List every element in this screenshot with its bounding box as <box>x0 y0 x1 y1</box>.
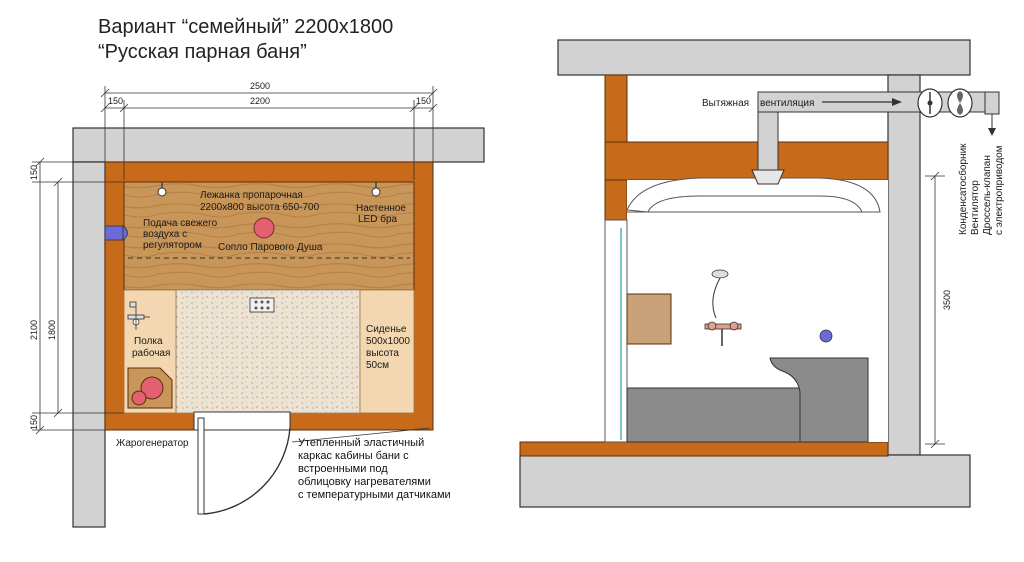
label-seat-1: Сиденье <box>366 324 407 335</box>
label-led-1: Настенное <box>356 203 406 214</box>
dimension-top <box>100 86 438 180</box>
label-frame-3: встроенными под <box>298 463 388 475</box>
label-seat-4: 50см <box>366 360 389 371</box>
label-vert-3: Дроссель-клапан <box>982 155 993 235</box>
plan-door-gap <box>193 411 291 431</box>
label-shelf-2: рабочая <box>132 347 170 359</box>
vent-icon <box>104 225 128 241</box>
outlet-drop-head <box>988 128 996 136</box>
steam-nozzle-icon <box>253 217 275 239</box>
label-vert-4: с электроприводом <box>994 145 1005 235</box>
sensor-dot <box>819 329 833 343</box>
label-exhaust-2: вентиляция <box>760 98 814 109</box>
label-air-1: Подача свежего <box>143 218 218 229</box>
label-generator: Жарогенератор <box>116 438 189 449</box>
label-frame-1: Утепленный эластичный <box>298 437 424 449</box>
plan-seat <box>359 289 415 414</box>
dimension-right <box>925 171 945 449</box>
drain-icon <box>249 297 275 313</box>
shower-head-icon <box>711 269 729 319</box>
label-bench-2: 2200х800 высота 650-700 <box>200 202 320 213</box>
label-shelf-1: Полка <box>134 336 163 347</box>
dimension-left <box>32 157 124 435</box>
dim-top-left: 150 <box>108 96 123 106</box>
generator-outer-circle <box>140 376 164 400</box>
section-lower-bench <box>626 387 808 443</box>
section-wall-panel <box>626 293 672 345</box>
label-frame-5: с температурными датчиками <box>298 489 451 501</box>
section-ceiling-beam <box>604 141 889 181</box>
plan-door-swing <box>203 427 291 515</box>
label-frame-4: облицовку нагревателями <box>298 476 431 488</box>
plan-top-wall <box>72 127 485 163</box>
section-floor-strip <box>519 441 889 457</box>
plan-door-leaf <box>197 417 205 515</box>
faucet-icon <box>704 321 742 346</box>
faucet-icon <box>127 301 150 330</box>
vent-arrow-head <box>892 98 902 106</box>
label-vert-2: Вентилятор <box>970 180 981 235</box>
section-upper-bench <box>769 357 869 443</box>
exhaust-duct-outlet <box>984 91 1000 115</box>
label-frame-2: каркас кабины бани с <box>298 450 409 462</box>
section-roof <box>557 39 971 76</box>
label-seat-2: 500х1000 <box>366 336 410 347</box>
section-right-wall <box>887 74 921 456</box>
dim-left-inner: 1800 <box>47 320 57 340</box>
label-air-3: регулятором <box>143 240 202 251</box>
title-line1: Вариант “семейный” 2200х1800 <box>98 16 393 38</box>
dim-top-right: 150 <box>416 96 431 106</box>
section-glass-door <box>604 219 628 443</box>
dim-top-inner: 2200 <box>250 96 270 106</box>
title-line2: “Русская парная баня” <box>98 41 307 63</box>
label-bench-1: Лежанка пропарочная <box>200 190 303 201</box>
section-floor <box>519 454 971 508</box>
dim-left-bottom: 150 <box>29 415 39 430</box>
label-led-2: LED бра <box>358 213 398 225</box>
lamp-icon <box>751 169 785 185</box>
dim-top-total: 2500 <box>250 81 270 91</box>
thermometer-icon <box>917 88 943 118</box>
dim-left-top: 150 <box>29 165 39 180</box>
dim-right-height: 3500 <box>942 290 952 310</box>
lamp-icon <box>371 182 381 197</box>
lamp-icon <box>157 182 167 197</box>
label-steam-nozzle: Сопло Парового Душа <box>218 242 323 253</box>
label-air-2: воздуха с <box>143 229 187 240</box>
label-vert-1: Конденсатосборник <box>957 143 969 235</box>
plan-left-wall <box>72 161 106 528</box>
leader-frame <box>291 427 431 443</box>
dim-left-total: 2100 <box>29 320 39 340</box>
label-exhaust-1: Вытяжная <box>702 98 749 109</box>
generator-inner-circle <box>131 390 147 406</box>
label-seat-3: высота <box>366 348 399 359</box>
fan-icon <box>947 88 973 118</box>
